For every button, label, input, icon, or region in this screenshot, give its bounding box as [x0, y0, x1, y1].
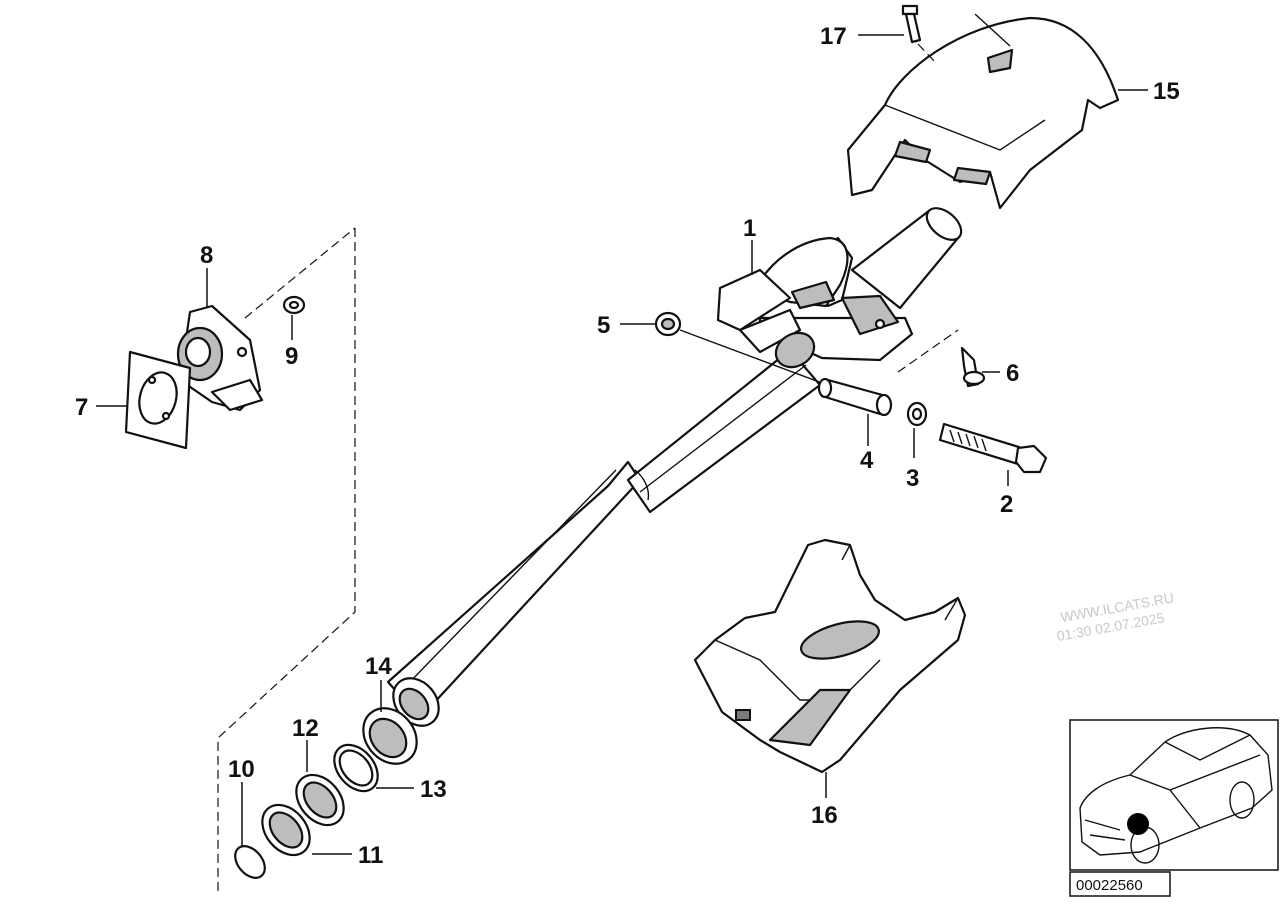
nut-part-9: [282, 295, 306, 315]
hex-bolt-part-2: [938, 422, 1048, 474]
assembly-axis-line: [679, 329, 831, 387]
bearing-ring-part-11: [261, 803, 311, 857]
callout-7: 7: [75, 394, 88, 421]
diagram-id-label: 00022560: [1076, 877, 1143, 894]
gasket-plate-part-7: [124, 350, 192, 450]
lock-housing-part-8: [176, 304, 264, 412]
callout-13: 13: [420, 776, 447, 803]
callout-10: 10: [228, 756, 255, 783]
callout-2: 2: [1000, 491, 1013, 518]
callout-9: 9: [285, 343, 298, 370]
spring-clip-part-10: [234, 845, 266, 879]
car-outline: [1079, 727, 1273, 864]
callout-4: 4: [860, 447, 874, 474]
watermark: WWW.ILCATS.RU 01:30 02.07.2025: [1055, 589, 1175, 644]
callout-1: 1: [743, 215, 756, 242]
location-marker-icon: [1127, 813, 1149, 835]
clip-part-17: [901, 4, 936, 63]
lower-trim-shroud-part-16: [693, 538, 967, 774]
callout-11: 11: [358, 842, 383, 869]
callout-17: 17: [820, 23, 847, 50]
callout-5: 5: [597, 312, 610, 339]
callout-14: 14: [365, 653, 392, 680]
bearing-sleeve-part-14: [362, 707, 418, 765]
ring-part-13: [333, 743, 379, 793]
callout-3: 3: [906, 465, 919, 492]
steering-column-tube: [386, 207, 963, 727]
bearing-cage-part-12: [295, 773, 345, 827]
screw-part-6: [897, 329, 986, 388]
callout-15: 15: [1153, 78, 1180, 105]
column-mounting-bracket: [716, 236, 914, 369]
upper-trim-shroud-part-15: [846, 13, 1120, 210]
callout-12: 12: [292, 715, 319, 742]
leader-lines: [96, 34, 1148, 855]
spacer-sleeve-part-4: [817, 377, 893, 417]
callout-16: 16: [811, 802, 838, 829]
callout-6: 6: [1006, 360, 1019, 387]
vehicle-location-inset: [1069, 719, 1279, 871]
callout-8: 8: [200, 242, 213, 269]
washer-part-3: [906, 401, 928, 427]
nut-part-5: [654, 311, 682, 337]
group-boundary-dashed-line: [244, 227, 356, 319]
group-boundary-dashed-line: [217, 228, 356, 892]
